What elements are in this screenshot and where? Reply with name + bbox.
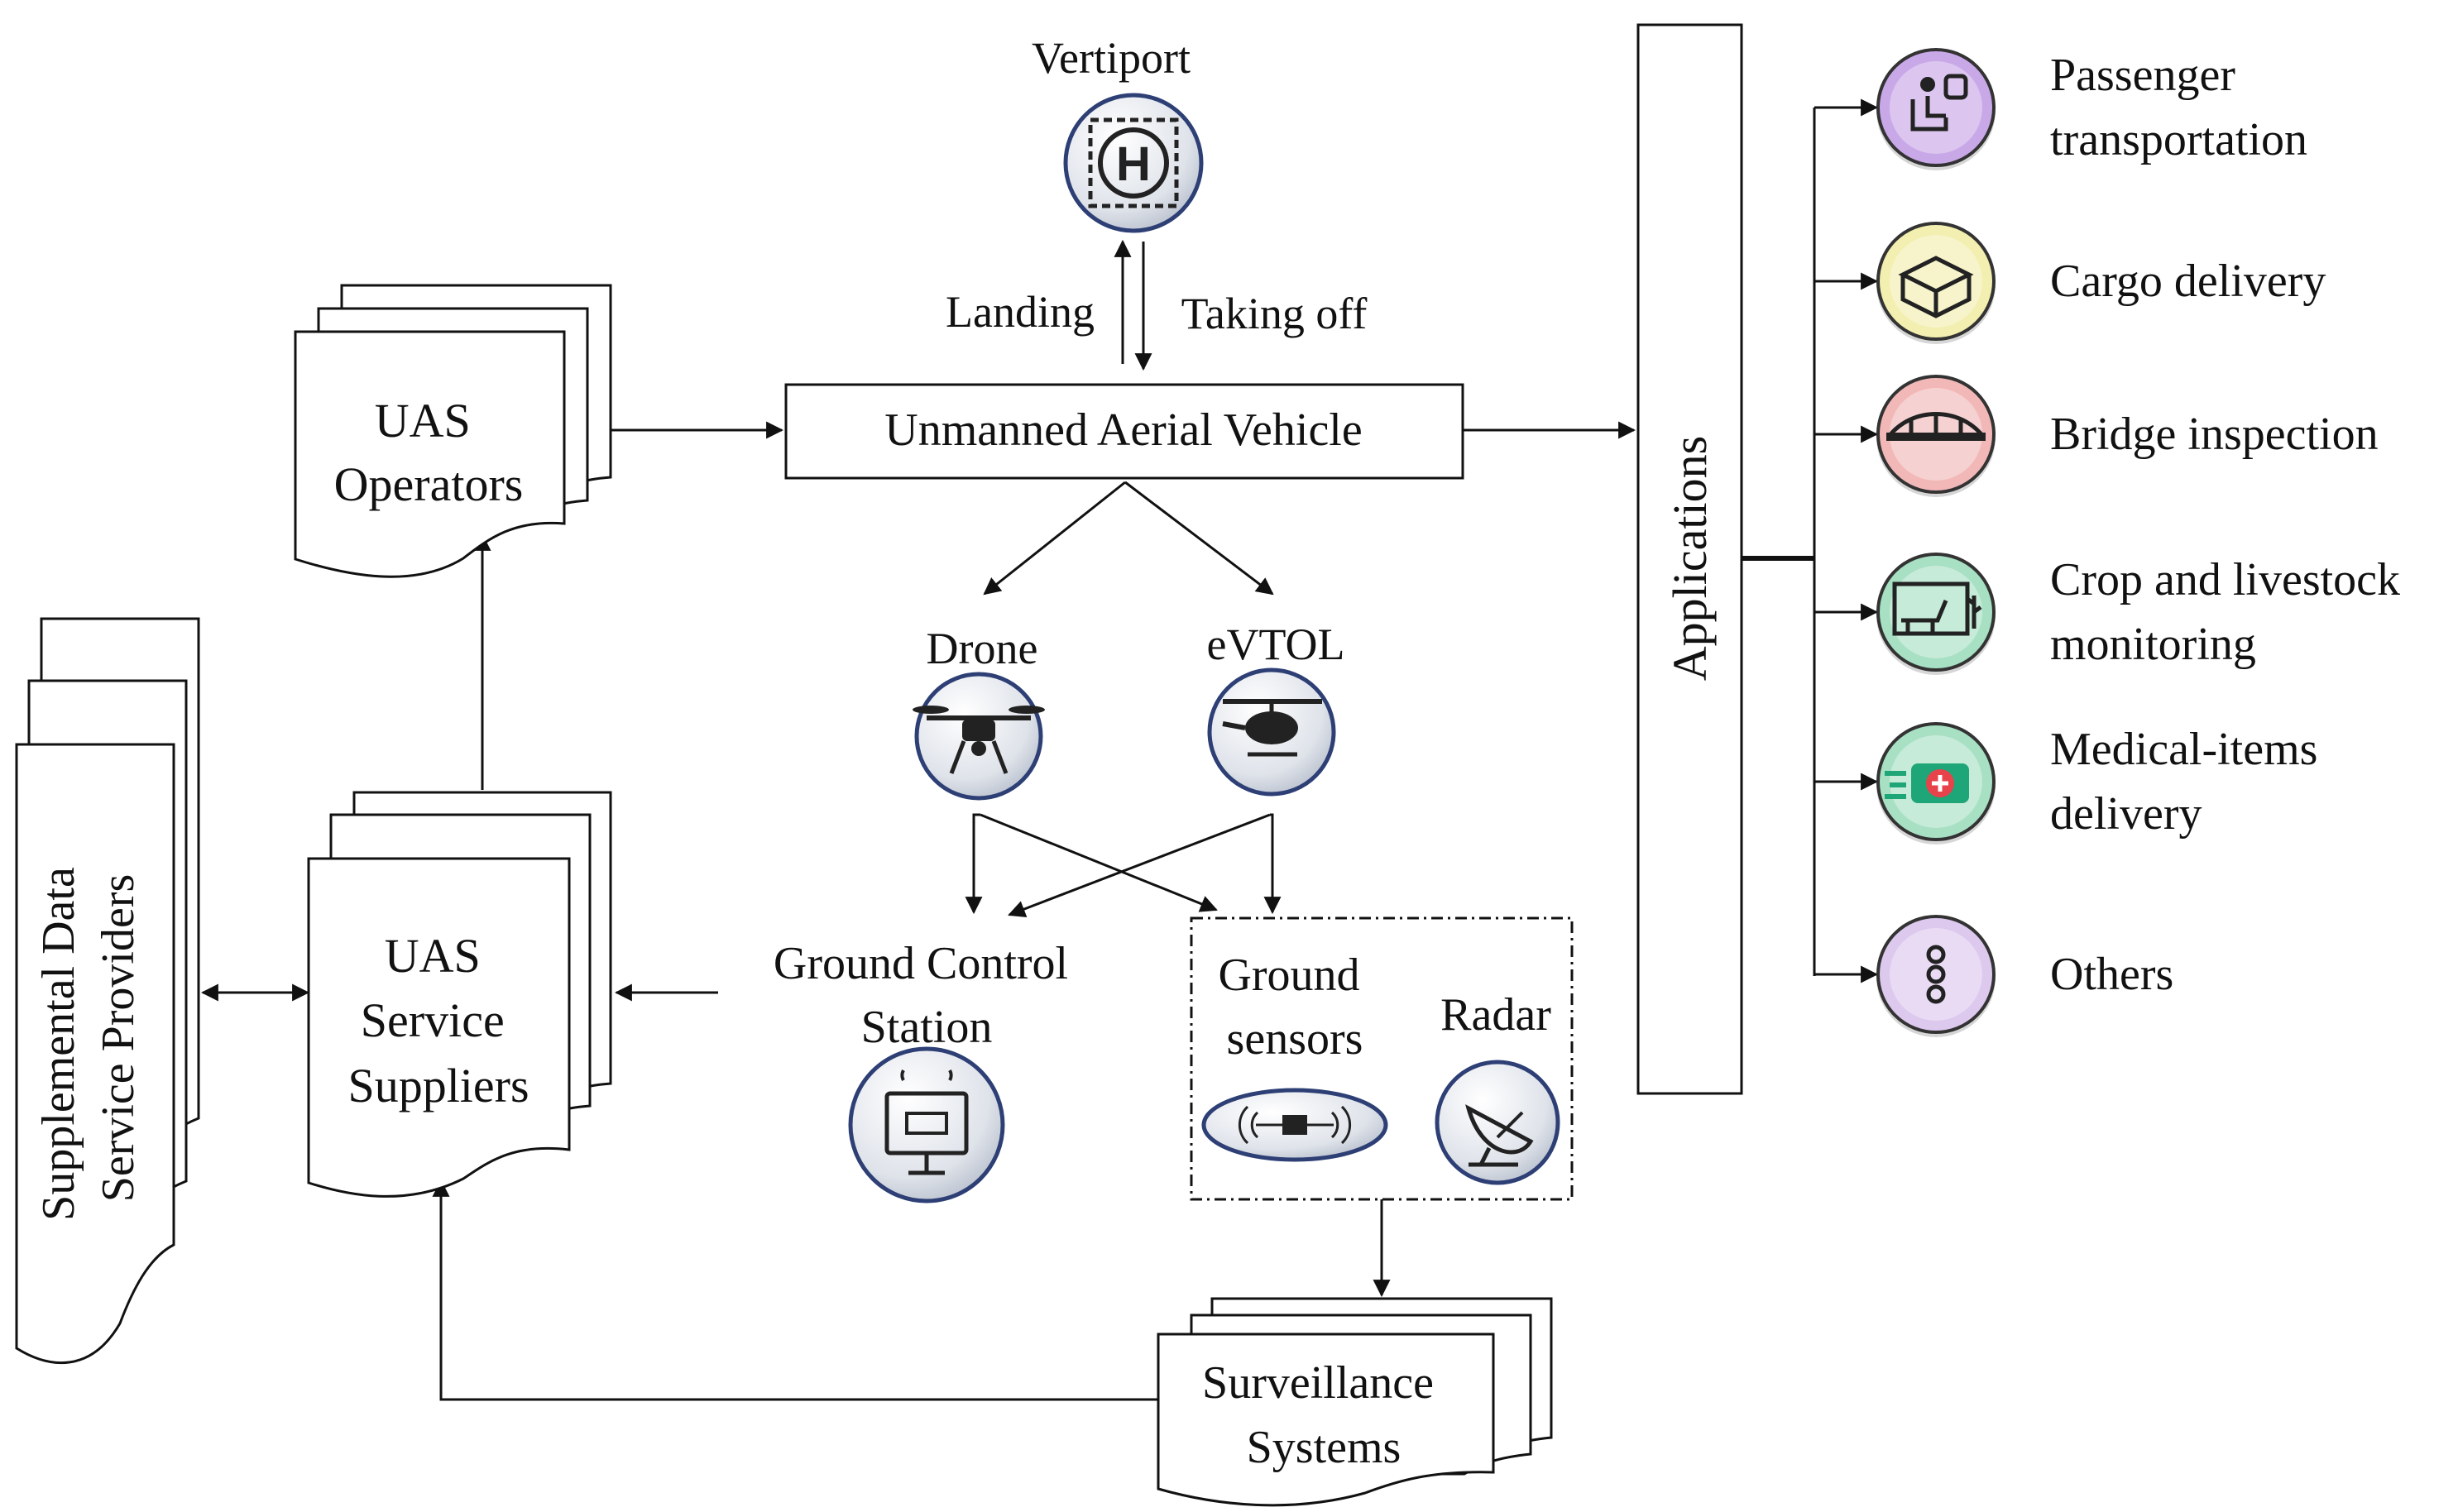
- uav-to-evtol-arrow: [1124, 481, 1274, 596]
- sensors-group: Ground sensors Radar: [1190, 916, 1574, 1201]
- sensors-dashdot-box: [1190, 916, 1574, 1201]
- application-item: Bridge inspection: [1876, 375, 2379, 497]
- sdsp-label: Supplemental Data Service Providers: [33, 855, 144, 1221]
- connectors: [200, 98, 1879, 1401]
- helicopter-icon: [1207, 667, 1336, 797]
- svg-text:H: H: [1116, 137, 1151, 191]
- surveillance-to-suppliers-arrow: [432, 1179, 1158, 1401]
- cargo-box-icon: [1876, 222, 1996, 344]
- vertiport-label: Vertiport: [1032, 33, 1191, 83]
- evtol-label: eVTOL: [1207, 620, 1345, 669]
- drone-to-sensors-arrow: [980, 813, 1218, 912]
- application-item: Others: [1876, 915, 2173, 1037]
- bridge-icon: [1876, 375, 1996, 497]
- more-dots-icon: [1876, 915, 1996, 1037]
- drone-label: Drone: [927, 624, 1038, 673]
- sdsp-node: Supplemental Data Service Providers: [15, 617, 200, 1364]
- vertiport-node: Vertiport H Landing Taking off: [946, 33, 1367, 338]
- ground-sensors-label: Ground sensors: [1218, 950, 1371, 1065]
- livestock-icon: [1876, 553, 1996, 675]
- applications-label: Applications: [1663, 436, 1717, 681]
- uas-operators-label: UAS Operators: [334, 394, 524, 511]
- uav-to-drone-arrow: [983, 481, 1126, 596]
- application-item: Cargo delivery: [1876, 222, 2326, 344]
- surveillance-doc: [1157, 1333, 1495, 1507]
- uas-service-suppliers-doc: [307, 857, 571, 1198]
- control-monitor-icon: [848, 1046, 1005, 1203]
- uas-service-suppliers-node: UAS Service Suppliers: [307, 791, 612, 1198]
- uav-box: [784, 383, 1464, 480]
- uas-operators-doc: [294, 330, 566, 578]
- radar-label: Radar: [1440, 989, 1551, 1041]
- uav-node: Unmanned Aerial Vehicle: [784, 383, 1464, 480]
- drone-icon: [913, 672, 1045, 801]
- landing-label: Landing: [946, 287, 1095, 337]
- surveillance-label: Surveillance Systems: [1202, 1357, 1445, 1473]
- evtol-to-gcs-arrow: [1008, 813, 1271, 918]
- sdsp-doc: [15, 743, 175, 1364]
- application-label: Others: [2050, 949, 2173, 1000]
- evtol-node: eVTOL: [1207, 620, 1345, 797]
- ground-control-station-node: Ground Control Station: [774, 938, 1080, 1203]
- application-label: Cargo delivery: [2050, 256, 2326, 307]
- surveillance-systems-node: Surveillance Systems: [1157, 1297, 1553, 1507]
- applications-box: [1636, 23, 1743, 1095]
- passenger-seat-icon: [1876, 48, 1996, 170]
- radar-dish-icon: [1435, 1060, 1560, 1185]
- ground-sensor-icon: [1201, 1088, 1388, 1162]
- uas-service-suppliers-label: UAS Service Suppliers: [347, 929, 529, 1112]
- drone-node: Drone: [913, 624, 1045, 801]
- uav-label: Unmanned Aerial Vehicle: [884, 404, 1362, 456]
- medical-bag-icon: [1876, 722, 1996, 845]
- evtol-to-sensors-arrow: [1263, 813, 1282, 915]
- gcs-label: Ground Control Station: [774, 938, 1080, 1053]
- applications-node: Applications: [1636, 23, 1743, 1095]
- taking-off-label: Taking off: [1181, 289, 1368, 338]
- uas-operators-node: UAS Operators: [294, 284, 612, 578]
- application-label: Bridge inspection: [2050, 409, 2379, 460]
- helipad-icon: H: [1063, 93, 1204, 233]
- drone-to-gcs-arrow: [965, 813, 983, 915]
